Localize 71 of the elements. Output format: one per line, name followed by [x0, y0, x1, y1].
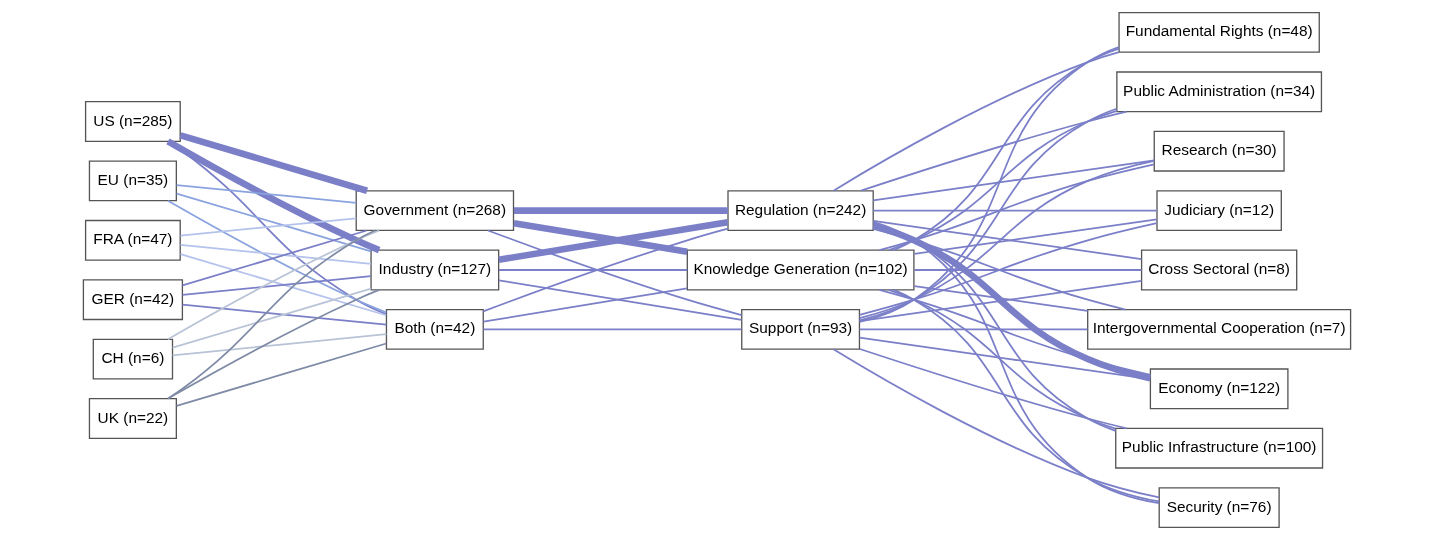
connector: [858, 328, 1088, 331]
connector: [858, 159, 1155, 319]
connector: [513, 207, 728, 214]
connector: [171, 287, 372, 349]
connector: [512, 220, 688, 255]
node-box: Research (n=30): [1153, 130, 1285, 172]
connector: [858, 280, 1142, 322]
connector: [166, 289, 380, 400]
connector: [858, 348, 1128, 430]
connector: [872, 222, 1116, 432]
connector: [832, 348, 1160, 499]
connector: [858, 222, 1158, 316]
connector: [497, 279, 742, 321]
node-box: Knowledge Generation (n=102): [686, 249, 915, 291]
connector: [497, 219, 728, 263]
connector: [165, 138, 380, 254]
connector: [872, 220, 1160, 505]
connector: [859, 110, 1128, 192]
node-box: Regulation (n=242): [726, 190, 874, 232]
connector: [858, 336, 1151, 380]
node-box: GER (n=42): [82, 279, 183, 321]
node-box: Cross Sectoral (n=8): [1140, 249, 1297, 291]
node-box: Fundamental Rights (n=48): [1117, 11, 1320, 53]
node-box: Intergovernmental Cooperation (n=7): [1086, 308, 1351, 350]
connector: [892, 47, 1120, 251]
connector: [175, 192, 372, 253]
node-box: Public Administration (n=34): [1115, 71, 1322, 113]
connector: [887, 110, 1118, 251]
node-box: EU (n=35): [88, 160, 177, 202]
connector: [858, 107, 1117, 322]
connector: [832, 51, 1120, 192]
connector: [872, 227, 1126, 311]
node-box: UK (n=22): [88, 398, 177, 439]
connector: [181, 229, 368, 287]
node-box: Government (n=268): [355, 190, 514, 232]
node-box: CH (n=6): [92, 338, 173, 380]
connector: [175, 184, 357, 204]
connector: [166, 229, 380, 341]
connector: [179, 217, 357, 237]
node-box: Judiciary (n=12): [1155, 190, 1282, 232]
connector: [892, 289, 1160, 503]
connector: [181, 275, 372, 296]
connector: [913, 269, 1142, 271]
connector: [497, 269, 688, 271]
connector: [871, 219, 1142, 260]
node-box: Support (n=93): [740, 308, 860, 350]
connector: [175, 342, 387, 407]
connector: [166, 199, 387, 314]
connector: [871, 209, 1158, 212]
node-box: Industry (n=127): [369, 249, 499, 291]
node-box: Economy (n=122): [1149, 368, 1289, 410]
connector: [878, 163, 1155, 252]
connector: [171, 333, 387, 357]
connector: [181, 303, 387, 326]
connector: [179, 253, 387, 317]
connector: [913, 218, 1158, 255]
connector: [179, 244, 372, 265]
connector: [179, 132, 368, 194]
connector: [166, 140, 387, 315]
node-box: US (n=285): [84, 101, 181, 142]
connector: [878, 288, 1151, 376]
connector: [858, 46, 1120, 323]
connector: [871, 222, 1151, 382]
node-box: Security (n=76): [1158, 487, 1280, 529]
connector: [482, 328, 742, 331]
connector: [482, 287, 688, 323]
connector: [913, 285, 1088, 312]
node-box: FRA (n=47): [84, 219, 181, 261]
connector: [887, 289, 1116, 430]
node-box: Both (n=42): [385, 308, 484, 350]
node-box: Public Infrastructure (n=100): [1114, 427, 1323, 469]
